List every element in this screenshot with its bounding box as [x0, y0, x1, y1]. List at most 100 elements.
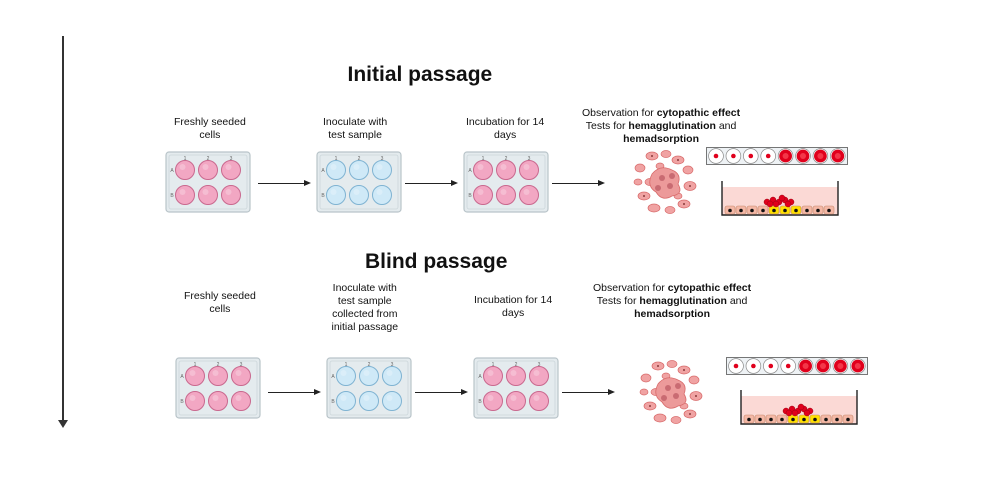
hemagglutination-strip	[706, 147, 848, 165]
plate-well	[231, 391, 251, 411]
section-title-blind: Blind passage	[365, 250, 508, 273]
adsorbed-red-cell	[791, 409, 799, 417]
step-label-line: test sample	[328, 129, 382, 141]
plate-well	[231, 366, 251, 386]
adsorbed-red-cell	[803, 409, 811, 417]
plate-column-label: 3	[538, 362, 541, 368]
plate-well	[359, 391, 379, 411]
plate-row-label: A	[170, 168, 174, 174]
nucleus	[673, 393, 679, 399]
cell	[640, 373, 652, 383]
plate-row-label: B	[321, 193, 325, 199]
flow-arrow	[552, 178, 605, 188]
flow-arrow	[415, 387, 468, 397]
cell	[634, 163, 646, 173]
plate-row-label: A	[180, 374, 184, 380]
plate-well	[336, 366, 356, 386]
step-label-line: days	[494, 129, 517, 141]
flow-arrow	[562, 387, 615, 397]
step-label-line: Inoculate with	[332, 282, 397, 294]
plate-well	[326, 160, 346, 180]
tests-and: and	[726, 295, 748, 307]
step-label-line: test sample	[337, 295, 392, 307]
plate-column-label: 2	[368, 362, 371, 368]
plate-well	[506, 391, 526, 411]
step-label-line: collected from	[332, 308, 398, 320]
plate-column-label: 2	[207, 156, 210, 162]
plate-row-label: B	[468, 193, 472, 199]
tests-prefix: Tests for	[596, 295, 640, 307]
plate-well	[175, 160, 195, 180]
cell	[688, 375, 700, 385]
step-label-line: Freshly seeded	[184, 290, 256, 302]
plate-column-label: 3	[381, 156, 384, 162]
nucleus	[669, 173, 675, 179]
nucleus	[661, 395, 667, 401]
adsorbed-red-cell	[766, 200, 774, 208]
plate-row-label: B	[170, 193, 174, 199]
step-label-line: cells	[199, 129, 221, 141]
observation-cpe: cytopathic effect	[667, 282, 752, 294]
cell	[664, 206, 676, 214]
step-label-line: days	[502, 307, 525, 319]
plate-well	[372, 160, 392, 180]
plate-column-label: 1	[194, 362, 197, 368]
hemagglutination-strip	[726, 357, 868, 375]
plate-well	[496, 160, 516, 180]
cell	[653, 413, 667, 423]
plate-well	[326, 185, 346, 205]
plate-well	[221, 185, 241, 205]
nucleus	[655, 185, 661, 191]
plate-column-label: 1	[184, 156, 187, 162]
plate-well	[221, 160, 241, 180]
plate-column-label: 2	[505, 156, 508, 162]
tests-hemadsorption: hemadsorption	[634, 308, 710, 320]
step-label-line: Incubation for 14	[474, 294, 553, 306]
cytopathic-cells-illustration	[639, 360, 703, 424]
well-plate-pink: 1 2 3A B	[165, 151, 251, 213]
plate-column-label: 3	[230, 156, 233, 162]
plate-well	[382, 391, 402, 411]
nucleus	[667, 183, 673, 189]
cell-cluster	[655, 377, 687, 409]
adsorbed-red-cell	[784, 200, 792, 208]
adsorbed-red-cell	[785, 409, 793, 417]
plate-column-label: 1	[335, 156, 338, 162]
plate-column-label: 3	[528, 156, 531, 162]
plate-well	[185, 391, 205, 411]
step-label-line: Incubation for 14	[466, 116, 545, 128]
plate-well	[349, 160, 369, 180]
plate-column-label: 2	[358, 156, 361, 162]
plate-column-label: 3	[391, 362, 394, 368]
plate-well	[382, 366, 402, 386]
step-label-line: cells	[209, 303, 231, 315]
plate-row-label: B	[478, 399, 482, 405]
flow-arrow	[268, 387, 321, 397]
nucleus	[675, 383, 681, 389]
adsorbed-red-cell	[772, 200, 780, 208]
step-label-line: initial passage	[331, 321, 399, 333]
plate-well	[208, 391, 228, 411]
observation-prefix: Observation for	[593, 282, 668, 294]
cell	[639, 388, 649, 396]
cell	[633, 178, 643, 186]
nucleus	[665, 385, 671, 391]
plate-column-label: 2	[217, 362, 220, 368]
plate-row-label: A	[478, 374, 482, 380]
plate-row-label: B	[331, 399, 335, 405]
plate-row-label: B	[180, 399, 184, 405]
observation-prefix: Observation for	[582, 107, 657, 119]
plate-well	[359, 366, 379, 386]
cell	[647, 203, 661, 213]
